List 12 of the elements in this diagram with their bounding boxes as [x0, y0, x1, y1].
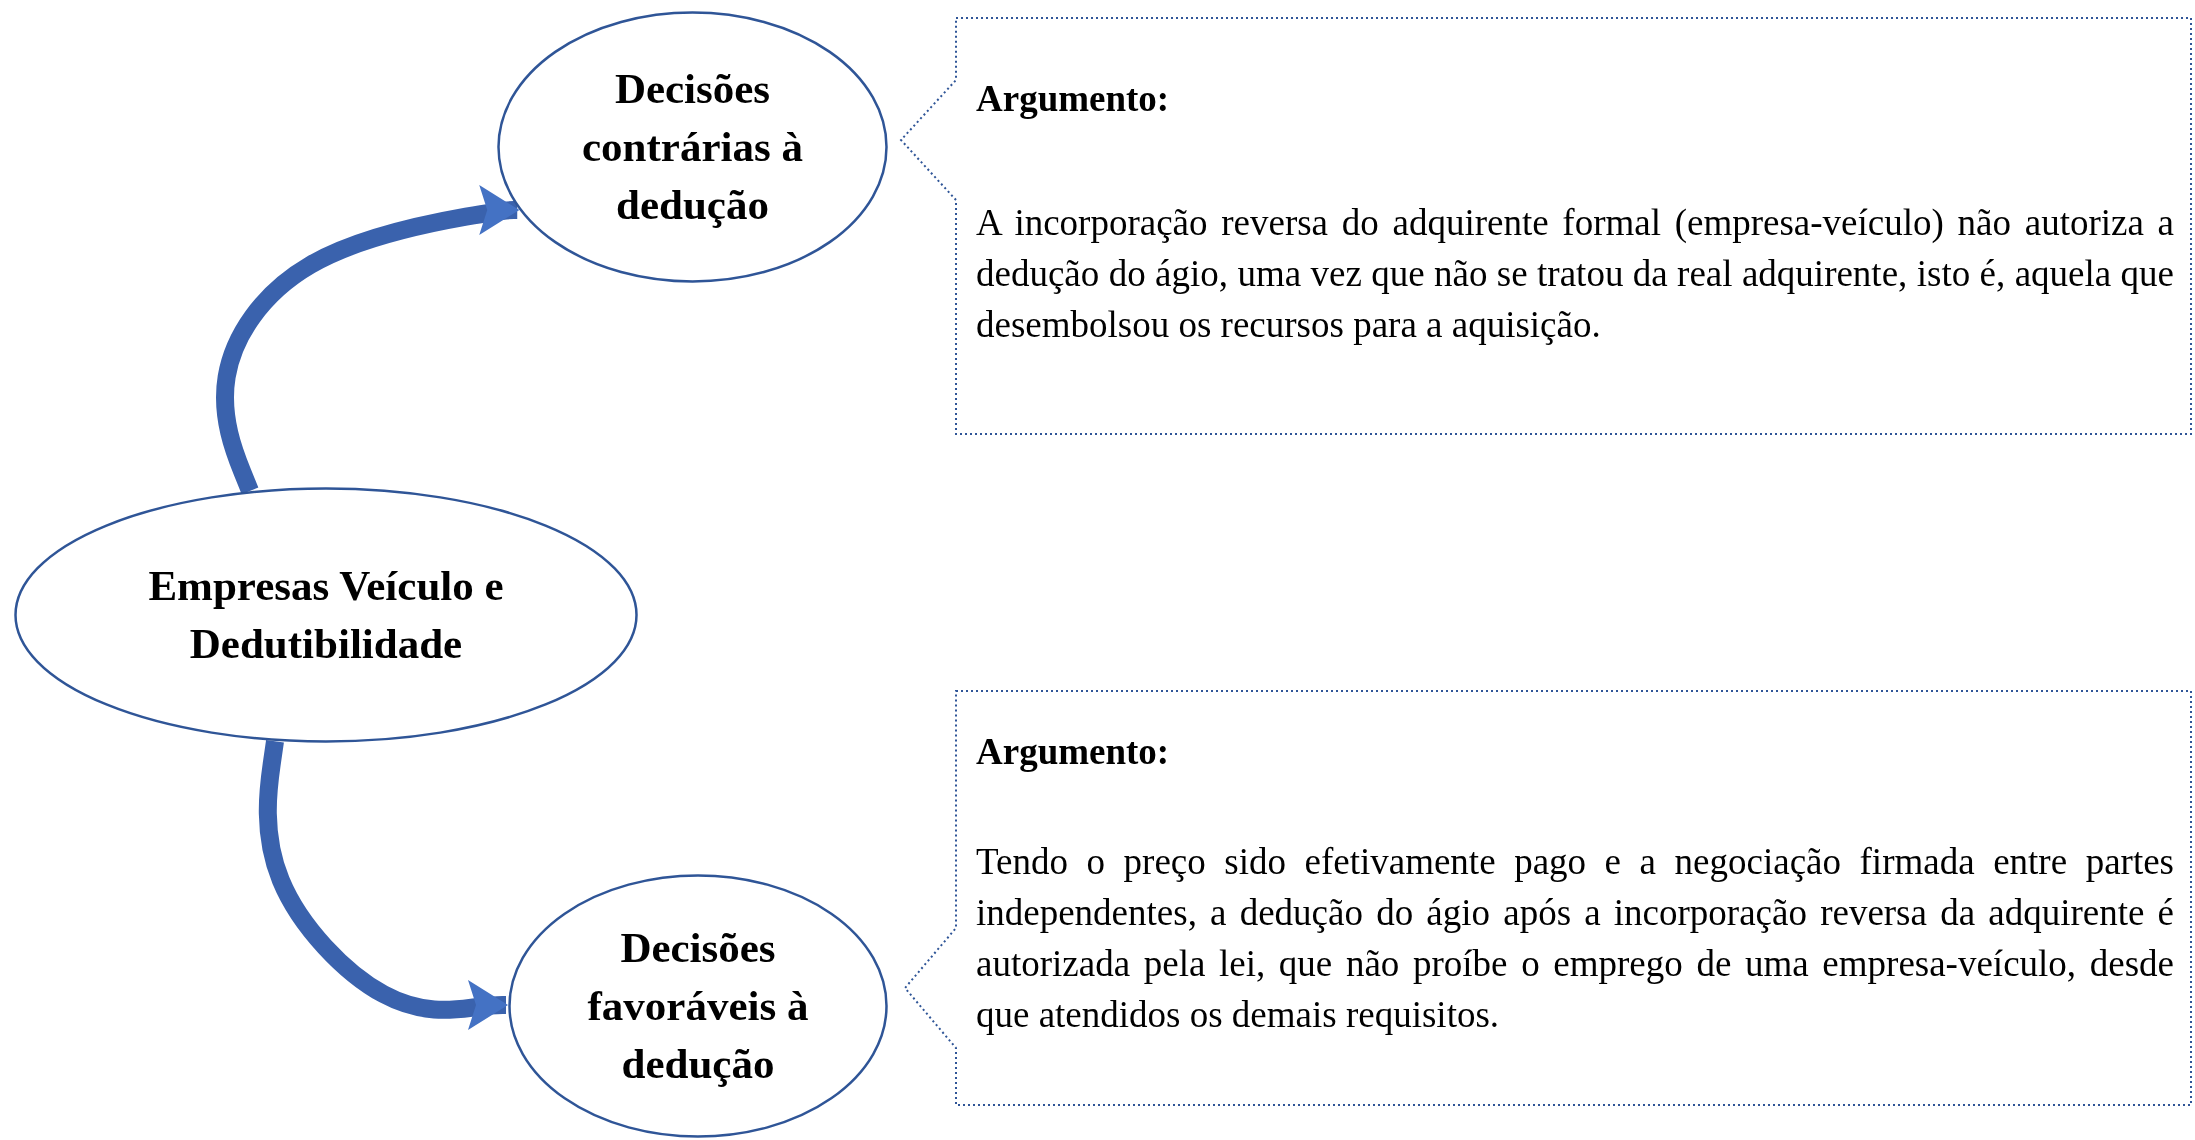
node-label: Decisões contrárias à dedução: [581, 63, 804, 230]
node-label: Empresas Veículo e Dedutibilidade: [147, 560, 505, 669]
ellipse-node: [497, 11, 888, 283]
callout-text: A incorporação reversa do adquirente formal (empresa-veículo) não autoriza a dedução do ágio, uma vez que não se tratou da real adquirente, isto é, aquela que desembolsou os recursos para a aquisição.: [976, 201, 2174, 347]
ellipse-node: [508, 874, 888, 1138]
ellipse-node: [14, 487, 638, 743]
callout-text: Tendo o preço sido efetivamente pago e a negociação firmada entre partes independentes, a dedução do ágio após a incorporação reversa da adquirente é autorizada pela lei, que não proíbe o emprego de uma empresa-veículo, desde que atendidos os demais requisitos.: [976, 840, 2174, 1037]
callout-heading: Argumento:: [976, 730, 1170, 773]
callout-heading: Argumento:: [976, 77, 1170, 120]
callout-box: [900, 17, 2192, 435]
callout-box: [904, 690, 2192, 1106]
node-label: Decisões favoráveis à dedução: [586, 922, 810, 1089]
